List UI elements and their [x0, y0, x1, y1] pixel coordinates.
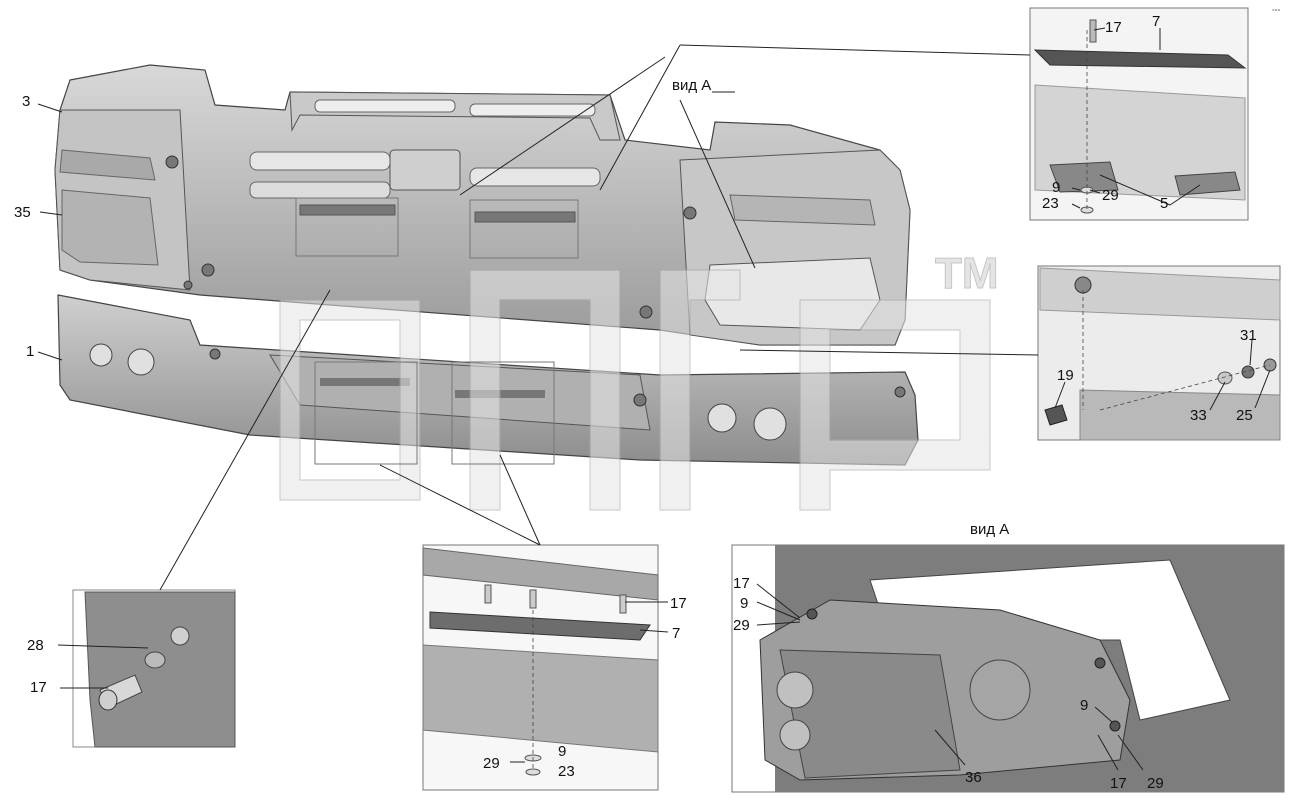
detail-top-right — [1029, 7, 1249, 221]
label-bc-17: 17 — [670, 595, 687, 612]
corner-mark: °°° — [1272, 8, 1281, 16]
label-28: 28 — [27, 637, 44, 654]
inset-frame-lower-right — [451, 361, 555, 465]
label-tr-9: 9 — [1052, 179, 1060, 196]
label-mr-19: 19 — [1057, 367, 1074, 384]
label-tr-17: 17 — [1105, 19, 1122, 36]
label-br-17b: 17 — [1110, 775, 1127, 792]
label-br-9b: 9 — [1080, 697, 1088, 714]
label-bl-17: 17 — [30, 679, 47, 696]
label-br-36: 36 — [965, 769, 982, 786]
label-tr-7: 7 — [1152, 13, 1160, 30]
detail-bottom-left — [72, 589, 236, 748]
inset-frame-right — [469, 199, 579, 259]
label-tr-23: 23 — [1042, 195, 1059, 212]
label-tr-5: 5 — [1160, 195, 1168, 212]
label-br-9a: 9 — [740, 595, 748, 612]
detail-bottom-center — [422, 544, 659, 791]
label-mr-33: 33 — [1190, 407, 1207, 424]
label-tr-29: 29 — [1102, 187, 1119, 204]
watermark-tm: TM — [935, 249, 999, 298]
label-1: 1 — [26, 343, 34, 360]
label-3: 3 — [22, 93, 30, 110]
leader-lines — [37, 27, 1271, 771]
label-35: 35 — [14, 204, 31, 221]
label-bc-23: 23 — [558, 763, 575, 780]
label-br-29b: 29 — [1147, 775, 1164, 792]
view-a-detail-label: вид А — [970, 521, 1009, 538]
callout-labels: 3 35 1 вид А 17 7 9 29 23 5 31 19 33 25 … — [14, 13, 1257, 792]
label-bc-9: 9 — [558, 743, 566, 760]
label-mr-25: 25 — [1236, 407, 1253, 424]
label-mr-31: 31 — [1240, 327, 1257, 344]
label-br-29a: 29 — [733, 617, 750, 634]
label-bc-7: 7 — [672, 625, 680, 642]
inset-frame-left — [295, 197, 399, 257]
detail-bottom-right — [731, 544, 1285, 793]
label-br-17a: 17 — [733, 575, 750, 592]
detail-mid-right — [1037, 265, 1281, 441]
view-a-label: вид А — [672, 77, 711, 94]
watermark-logo: TM — [279, 249, 999, 511]
inset-frame-lower-left — [314, 361, 418, 465]
label-bc-29: 29 — [483, 755, 500, 772]
